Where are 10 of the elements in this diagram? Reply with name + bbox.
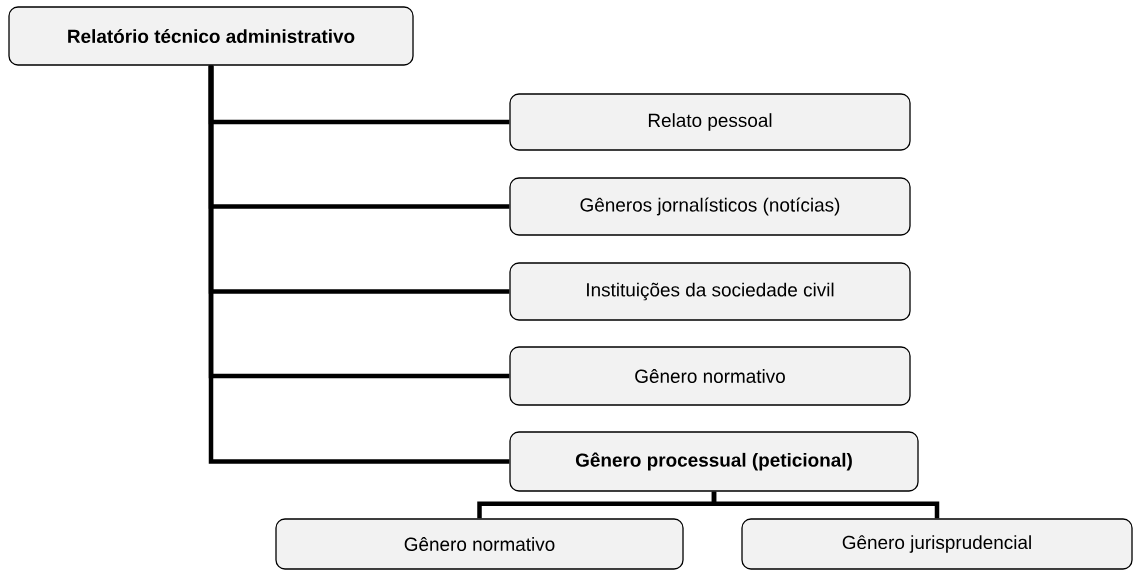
category-box: Gênero normativo [509,346,911,406]
heading-box: Relatório técnico administrativo [8,6,414,66]
category-box: Instituições da sociedade civil [509,262,911,321]
category-box: Gênero processual (peticional) [509,431,919,492]
category-box: Gêneros jornalísticos (notícias) [509,177,911,236]
connector-line [208,65,510,464]
connector-line [711,491,940,519]
category-box: Relato pessoal [509,93,911,151]
category-box: Gênero jurisprudencial [741,518,1133,570]
category-box: Gênero normativo [275,518,684,570]
